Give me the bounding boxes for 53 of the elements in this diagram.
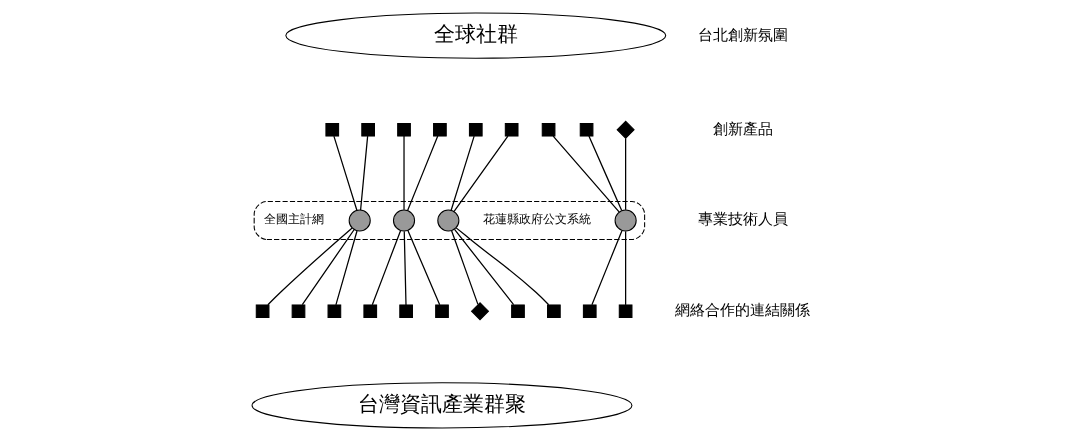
connector: [591, 229, 623, 305]
legend-label: 專業技術人員: [697, 209, 788, 227]
node-box: [291, 303, 306, 318]
connector: [450, 134, 475, 211]
connector: [403, 134, 405, 210]
node-circle: [614, 208, 637, 232]
node-ellipse: 台灣資訊產業群聚: [251, 381, 633, 429]
connector: [335, 229, 358, 305]
connector: [588, 134, 623, 211]
node-box: [579, 122, 594, 137]
node-box: [327, 303, 342, 318]
connector: [455, 226, 550, 305]
legend-label: 網絡合作的連結關係: [675, 300, 811, 318]
legend-label: 台北創新氛圍: [697, 25, 788, 43]
node-box: [504, 122, 519, 137]
connector: [407, 229, 441, 305]
connector: [403, 230, 407, 306]
connector: [267, 226, 353, 305]
connector: [371, 229, 402, 305]
node-box: [397, 122, 411, 137]
node-box: [399, 303, 413, 318]
connector: [453, 134, 509, 212]
node-box: [433, 122, 447, 137]
node-circle: [392, 208, 416, 232]
connector: [450, 229, 479, 305]
node-box: [547, 303, 561, 318]
node-box: [541, 122, 556, 137]
node-box: [325, 122, 340, 137]
node-diamond: [616, 120, 635, 139]
node-circle: [348, 208, 371, 232]
connector: [625, 230, 627, 306]
node-box: [255, 303, 270, 318]
connector: [453, 228, 515, 305]
node-circle: [437, 208, 460, 232]
node-box: [435, 303, 449, 318]
node-box: [582, 303, 597, 318]
connector: [301, 228, 355, 305]
connector: [359, 134, 369, 211]
cluster: [253, 200, 646, 240]
connector: [625, 137, 627, 210]
node-ellipse: 全球社群: [285, 11, 667, 59]
node-box: [468, 122, 483, 137]
node-box: [511, 303, 525, 318]
legend-label: 創新產品: [712, 119, 773, 137]
node-box: [361, 122, 375, 137]
node-diamond: [470, 301, 490, 320]
node-box: [363, 303, 378, 318]
node-box: [618, 303, 633, 318]
connector: [552, 134, 620, 213]
node-label: 全國主計網: [264, 211, 325, 226]
node-label: 花蓮縣政府公文系統: [482, 211, 591, 226]
connector: [407, 134, 439, 211]
connector: [333, 134, 358, 211]
